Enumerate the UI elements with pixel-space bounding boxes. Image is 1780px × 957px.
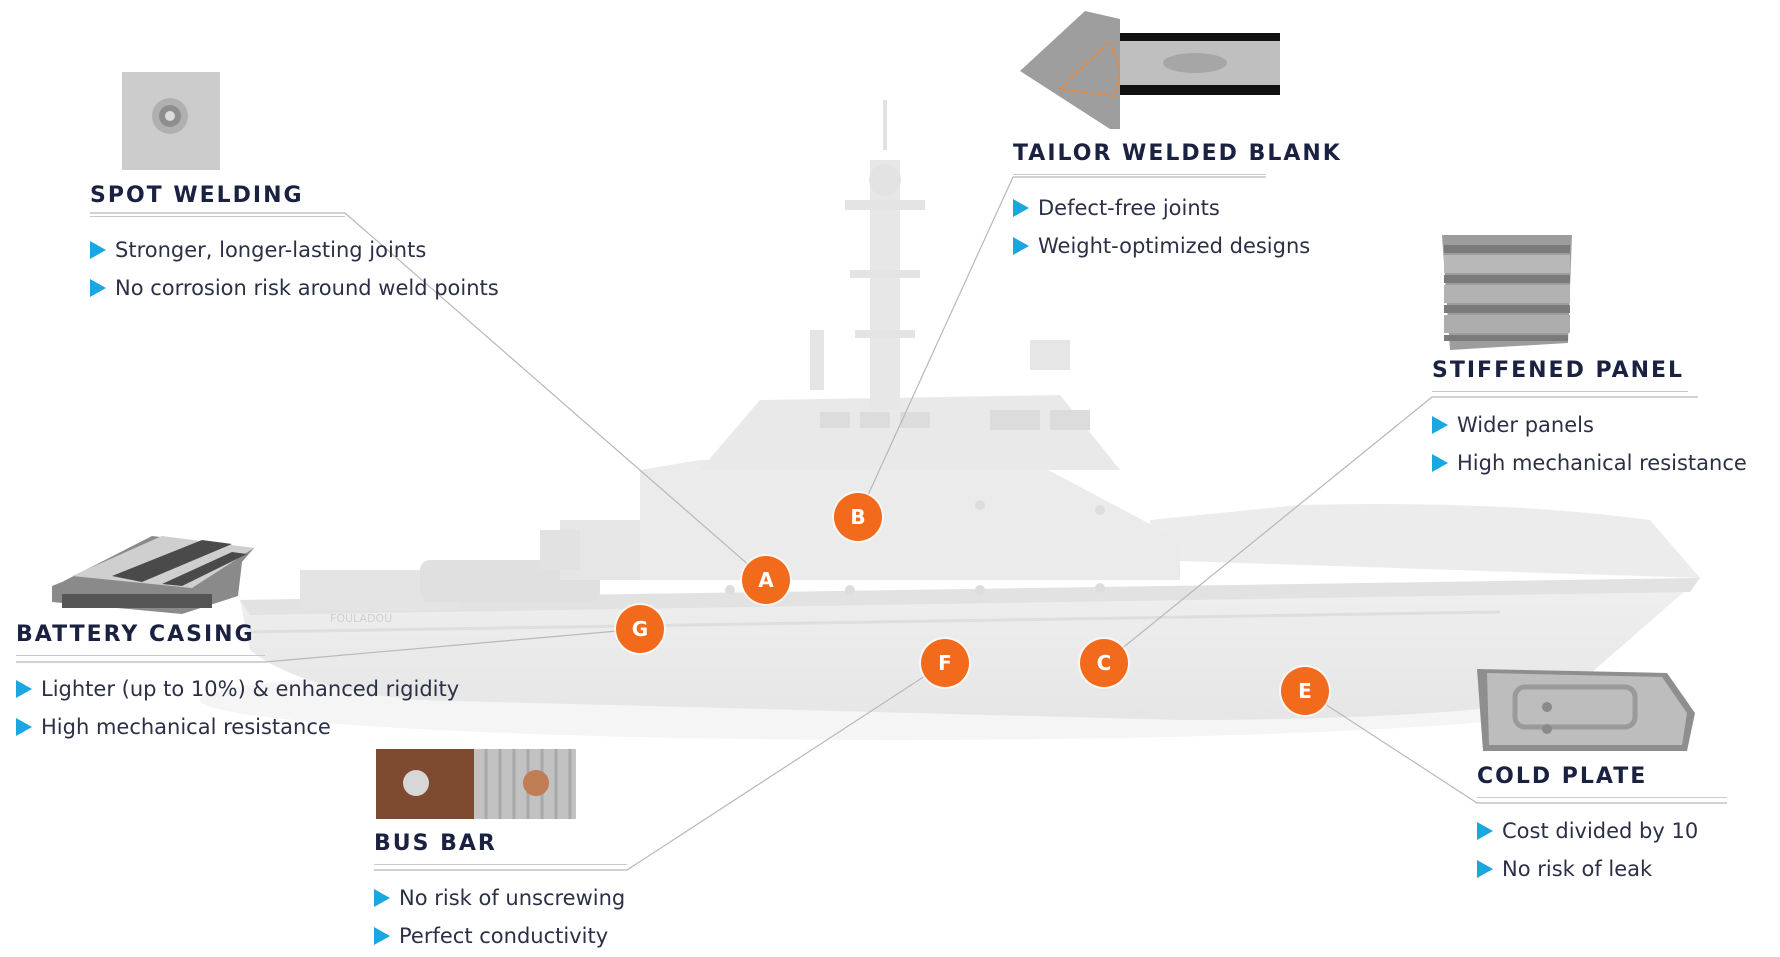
marker-f[interactable]: F [921,639,969,687]
bullet-icon [16,680,32,698]
bullet-icon [1013,199,1029,217]
tailor-welded-blank-image [1020,11,1280,129]
bullet-icon [374,927,390,945]
callout-cold-plate: COLD PLATE Cost divided by 10 No risk of… [1477,669,1727,888]
callout-title: BUS BAR [374,831,627,865]
marker-a[interactable]: A [742,556,790,604]
callout-title: STIFFENED PANEL [1432,358,1688,392]
cold-plate-image [1477,669,1695,751]
callout-battery-casing: BATTERY CASING Lighter (up to 10%) & enh… [16,536,459,746]
marker-b[interactable]: B [834,493,882,541]
marker-c[interactable]: C [1080,639,1128,687]
bullet-icon [16,718,32,736]
bullet-icon [1432,416,1448,434]
bullet-item: Lighter (up to 10%) & enhanced rigidity [16,670,459,708]
bullet-item: Wider panels [1432,406,1747,444]
bullet-item: High mechanical resistance [16,708,459,746]
bullet-item: No corrosion risk around weld points [90,269,499,307]
ship-hull-name: FOULADOU [330,612,392,625]
marker-e[interactable]: E [1281,667,1329,715]
bullet-icon [1477,822,1493,840]
marker-g[interactable]: G [616,605,664,653]
bullet-item: No risk of unscrewing [374,879,627,917]
bullet-icon [90,279,106,297]
bullet-icon [1477,860,1493,878]
spot-welding-image [122,72,220,170]
bullet-item: Defect-free joints [1013,189,1310,227]
bullet-item: Stronger, longer-lasting joints [90,231,499,269]
bullet-item: Cost divided by 10 [1477,812,1727,850]
bullet-item: High mechanical resistance [1432,444,1747,482]
callout-stiffened-panel: STIFFENED PANEL Wider panels High mechan… [1432,235,1747,482]
callout-title: TAILOR WELDED BLANK [1013,141,1340,175]
callout-spot-welding: SPOT WELDING Stronger, longer-lasting jo… [90,72,499,307]
bullet-item: No risk of leak [1477,850,1727,888]
callout-bus-bar: BUS BAR No risk of unscrewing Perfect co… [374,749,627,955]
bullet-icon [90,241,106,259]
callout-title: SPOT WELDING [90,183,345,217]
bullet-item: Weight-optimized designs [1013,227,1310,265]
callout-title: COLD PLATE [1477,764,1727,798]
bullet-icon [1013,237,1029,255]
stiffened-panel-image [1442,235,1572,350]
callout-title: BATTERY CASING [16,622,265,656]
battery-casing-image [52,536,254,614]
bus-bar-image [376,749,576,819]
bullet-icon [374,889,390,907]
callout-tailor-welded-blank: TAILOR WELDED BLANK Defect-free joints W… [1013,11,1340,265]
bullet-item: Perfect conductivity [374,917,627,955]
bullet-icon [1432,454,1448,472]
